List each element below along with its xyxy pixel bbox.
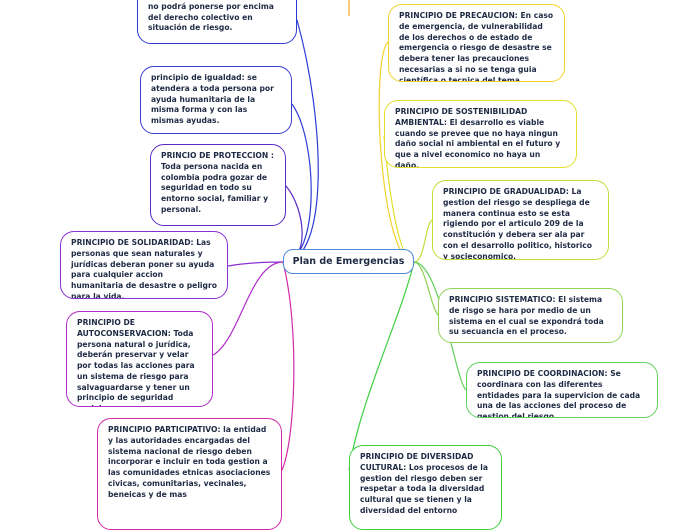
node-principio-proteccion[interactable]: PRINCIO DE PROTECCION : Toda persona nac… [150,144,286,226]
node-principio-precaucion[interactable]: PRINCIPIO DE PRECAUCION: En caso de emer… [388,4,565,82]
link-autoconservacion [212,261,284,356]
node-principio-gradualidad[interactable]: PRINCIPIO DE GRADUALIDAD: La gestion del… [432,180,609,260]
central-topic-label: Plan de Emergencias [292,256,405,267]
node-principio-coordinacion[interactable]: PRINCIPIO DE COORDINACION: Se coordinara… [466,362,658,418]
link-diversidad [348,261,415,471]
link-gradualidad [413,219,433,263]
node-principio-participativo[interactable]: PRINCIPIO PARTICIPATIVO: la entidad y la… [97,418,282,530]
node-principio-solidaridad[interactable]: PRINCIPIO DE SOLIDARIDAD: Las personas q… [60,231,228,299]
link-solidaridad [227,261,284,267]
central-topic[interactable]: Plan de Emergencias [283,249,414,274]
link-participativo [281,261,295,471]
node-principio-social[interactable]: SOCIAL: El beneficio individual no podrá… [137,0,297,44]
node-principio-igualdad[interactable]: principio de igualdad: se atendera a tod… [140,66,292,134]
node-principio-diversidad[interactable]: PRINCIPIO DE DIVERSIDAD CULTURAL: Los pr… [349,445,502,530]
node-principio-sostenibilidad[interactable]: PRINCIPIO DE SOSTENIBILIDAD AMBIENTAL: E… [384,100,577,168]
link-sistematico [413,261,439,316]
link-social [282,19,319,263]
node-principio-sistematico[interactable]: PRINCIPIO SISTEMATICO: El sistema de ris… [438,288,623,343]
node-principio-autoconservacion[interactable]: PRINCIPIO DE AUTOCONSERVACION: Toda pers… [66,311,213,407]
